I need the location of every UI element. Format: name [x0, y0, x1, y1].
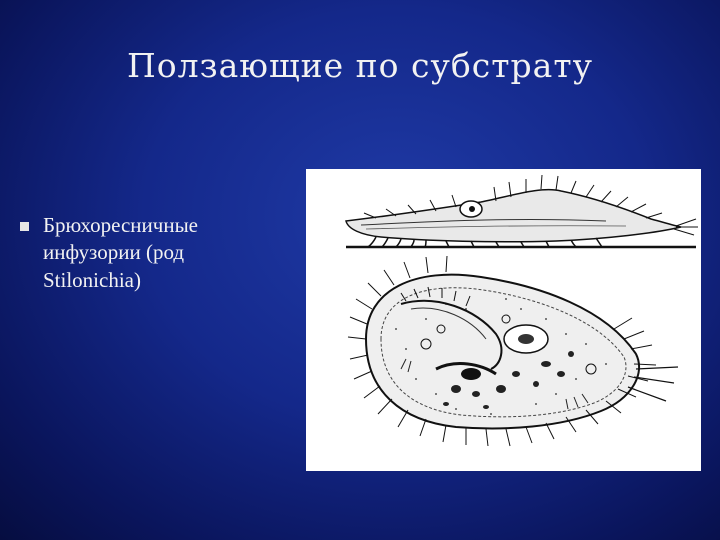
stylonychia-illustration [306, 169, 701, 471]
side-view-ciliate [345, 174, 698, 249]
bullet-text: Брюхоресничные инфузории (род Stilonichi… [43, 213, 198, 292]
ciliate-drawing [345, 174, 698, 447]
ventral-view-ciliate [347, 255, 679, 447]
bullet-item: Брюхоресничные инфузории (род Stilonichi… [20, 212, 290, 294]
square-bullet-icon [20, 222, 29, 231]
slide-title: Ползающие по субстрату [126, 46, 594, 85]
bullet-list: Брюхоресничные инфузории (род Stilonichi… [20, 212, 290, 294]
